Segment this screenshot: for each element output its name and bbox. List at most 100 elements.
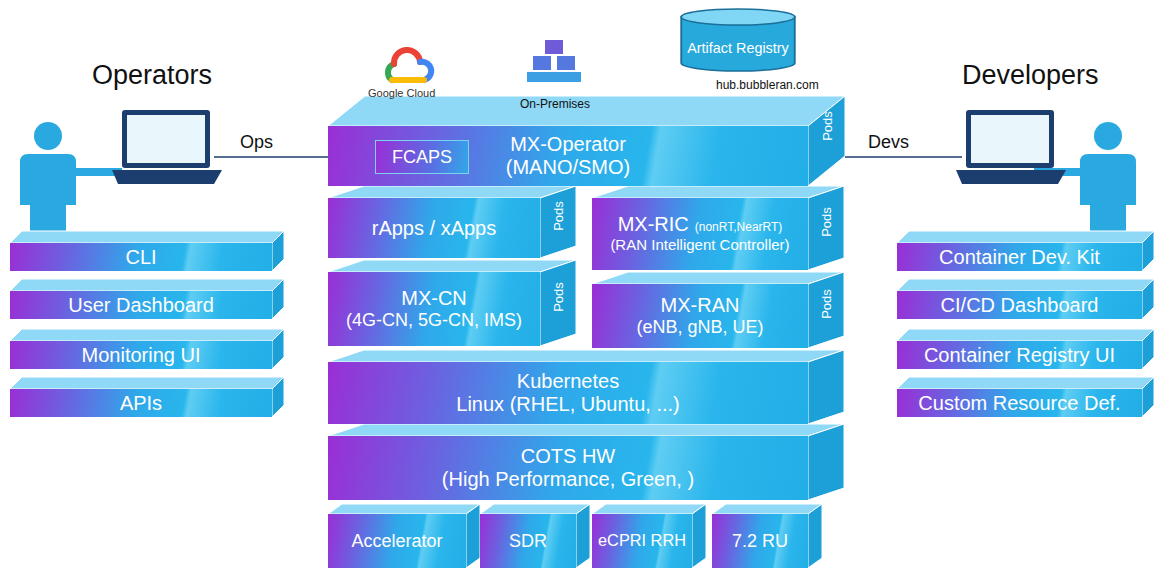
text-stack: Artifact Registry bbox=[687, 39, 789, 57]
rrh-slab: eCPRI RRH bbox=[592, 514, 692, 568]
slab-top-face bbox=[328, 504, 480, 514]
text-row: MX-Operator bbox=[506, 133, 630, 156]
slab-top-face bbox=[480, 504, 590, 514]
artifact-registry-cylinder: Artifact Registry bbox=[680, 8, 796, 72]
slab-top-face bbox=[897, 279, 1154, 291]
on-premises-icon bbox=[527, 40, 581, 82]
ops-tool-slab: APIs bbox=[10, 389, 272, 417]
operator-slab: MX-Operator(MANO/SMO)PodsFCAPS bbox=[328, 126, 808, 186]
google-cloud-logo bbox=[388, 50, 431, 80]
node-text: eCPRI RRH bbox=[598, 531, 686, 549]
slab-top-face bbox=[592, 504, 706, 514]
ru-slab: 7.2 RU bbox=[712, 514, 808, 568]
server-box bbox=[557, 56, 575, 70]
slab-top-face bbox=[897, 377, 1154, 389]
pods-label: Pods bbox=[551, 201, 566, 231]
node-text: (MANO/SMO) bbox=[506, 156, 630, 178]
ops-tool-slab: Monitoring UI bbox=[10, 341, 272, 369]
core-network-slab: MX-CN(4G-CN, 5G-CN, IMS)Pods bbox=[328, 272, 540, 346]
laptop-base bbox=[956, 170, 1066, 184]
node-text: (High Performance, Green, ) bbox=[442, 468, 694, 490]
text-stack: FCAPS bbox=[392, 147, 452, 168]
pods-label: Pods bbox=[819, 207, 834, 237]
server-box bbox=[533, 56, 551, 70]
slab-top-face bbox=[10, 329, 284, 341]
accelerator-slab: Accelerator bbox=[328, 514, 466, 568]
node-text: CI/CD Dashboard bbox=[941, 294, 1099, 316]
slab-top-face bbox=[592, 272, 844, 284]
node-text: MX-RIC bbox=[618, 213, 689, 235]
slab-top-face bbox=[10, 377, 284, 389]
slab-side-face bbox=[272, 329, 284, 369]
slab-side-face bbox=[692, 504, 706, 568]
pods-side-text: Pods bbox=[540, 260, 576, 334]
group-title: Operators bbox=[92, 60, 212, 91]
person-arm bbox=[60, 168, 122, 176]
text-row: (High Performance, Green, ) bbox=[442, 468, 694, 491]
kubernetes-slab: KubernetesLinux (RHEL, Ubuntu, ...) bbox=[328, 362, 808, 424]
text-stack: User Dashboard bbox=[68, 294, 214, 317]
pods-side-text: Pods bbox=[808, 186, 844, 258]
slab-top-face bbox=[897, 329, 1154, 341]
text-stack: Monitoring UI bbox=[82, 344, 201, 367]
text-row: 7.2 RU bbox=[732, 531, 788, 552]
node-text: Linux (RHEL, Ubuntu, ...) bbox=[456, 393, 679, 415]
text-row: (RAN Intelligent Controller) bbox=[610, 236, 789, 254]
text-stack: eCPRI RRH bbox=[598, 531, 686, 550]
slab-side-face bbox=[808, 424, 844, 500]
text-row: SDR bbox=[509, 531, 547, 552]
node-text: MX-RAN bbox=[661, 294, 740, 316]
text-row: MX-RAN bbox=[636, 294, 763, 317]
text-row: CLI bbox=[125, 246, 156, 269]
slab-side-face bbox=[808, 96, 845, 186]
laptop-screen-frame bbox=[122, 110, 210, 168]
slab-side-face bbox=[1142, 231, 1154, 271]
slab-top-face bbox=[328, 424, 844, 436]
slab-top-face bbox=[897, 231, 1154, 243]
text-row: Container Dev. Kit bbox=[939, 246, 1100, 269]
text-row: eCPRI RRH bbox=[598, 531, 686, 550]
node-text: APIs bbox=[120, 392, 162, 414]
dev-tool-slab: CI/CD Dashboard bbox=[897, 291, 1142, 319]
laptop-base bbox=[112, 170, 222, 184]
devs-line bbox=[845, 156, 962, 158]
text-stack: COTS HW(High Performance, Green, ) bbox=[442, 445, 694, 491]
text-stack: MX-CN(4G-CN, 5G-CN, IMS) bbox=[346, 287, 522, 331]
cylinder-top bbox=[681, 9, 794, 25]
node-text: Container Registry UI bbox=[924, 344, 1115, 366]
pods-side-text: Pods bbox=[808, 272, 844, 336]
dev-tool-slab: Custom Resource Def. bbox=[897, 389, 1142, 417]
slab-top-face bbox=[328, 260, 576, 272]
slab-side-face bbox=[272, 377, 284, 417]
node-text: Monitoring UI bbox=[82, 344, 201, 366]
text-stack: CLI bbox=[125, 246, 156, 269]
laptop-screen bbox=[127, 115, 205, 163]
pods-label: Pods bbox=[819, 111, 834, 141]
slab-side-face bbox=[808, 186, 844, 270]
text-row: (MANO/SMO) bbox=[506, 156, 630, 179]
dev-tool-slab: Container Registry UI bbox=[897, 341, 1142, 369]
slab-side-face bbox=[576, 504, 590, 568]
text-row: (4G-CN, 5G-CN, IMS) bbox=[346, 310, 522, 331]
text-row: Custom Resource Def. bbox=[918, 392, 1120, 415]
fcaps-box: FCAPS bbox=[375, 140, 469, 174]
text-stack: MX-Operator(MANO/SMO) bbox=[506, 133, 630, 179]
slab-side-face bbox=[466, 504, 480, 568]
laptop-screen bbox=[971, 115, 1049, 163]
text-row: Monitoring UI bbox=[82, 344, 201, 367]
text-row: CI/CD Dashboard bbox=[941, 294, 1099, 317]
node-text: 7.2 RU bbox=[732, 531, 788, 551]
node-text: Custom Resource Def. bbox=[918, 392, 1120, 414]
ops-line bbox=[214, 156, 328, 158]
ops-tool-slab: CLI bbox=[10, 243, 272, 271]
platform-label: On-Premises bbox=[520, 97, 590, 111]
text-row: MX-RIC(nonRT,NearRT) bbox=[610, 213, 789, 236]
laptop-screen-frame bbox=[966, 110, 1054, 168]
pods-side-text: Pods bbox=[540, 186, 576, 246]
pods-label: Pods bbox=[819, 289, 834, 319]
line-label: Devs bbox=[868, 132, 909, 153]
slab-top-face bbox=[10, 279, 284, 291]
slab-side-face bbox=[1142, 279, 1154, 319]
text-stack: SDR bbox=[509, 531, 547, 552]
logo-arc bbox=[394, 50, 420, 64]
